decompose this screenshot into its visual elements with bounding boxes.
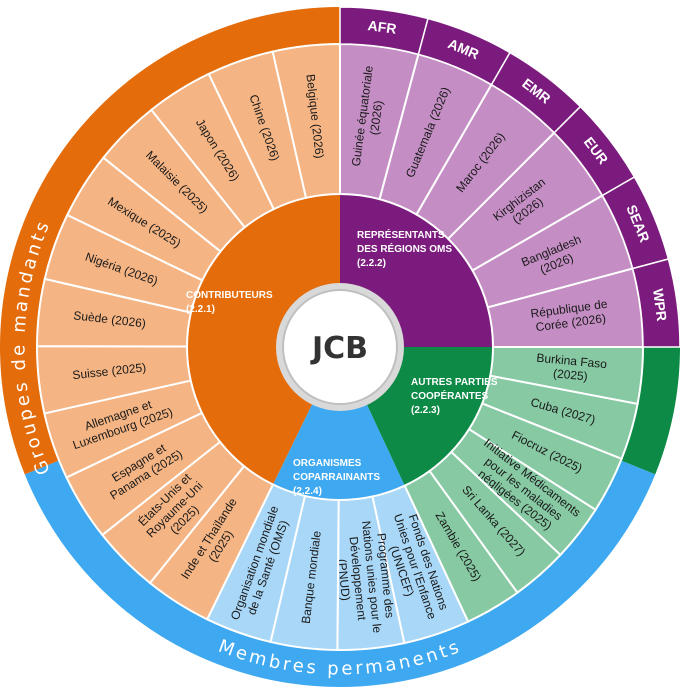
contributors-category-label-line: CONTRIBUTEURS — [186, 290, 273, 301]
segment-label: Programme desNations unies pour leDévelo… — [331, 519, 398, 637]
contributors-category-label-line: (2.2.1) — [186, 304, 215, 315]
cosponsors-category-label-line: COPARRAINANTS — [293, 472, 380, 483]
segment-label: Burkina Faso(2025) — [535, 351, 608, 386]
center-disc — [282, 289, 398, 405]
other-parties-category-label-line: (2.2.3) — [411, 405, 440, 416]
permanent-members-band — [24, 460, 656, 688]
constituency-groups-band — [0, 7, 341, 475]
other-parties-category-label-line: COOPÉRANTES — [411, 389, 489, 402]
segment-label-line: (2025) — [552, 366, 588, 383]
regions-category-label-line: DES RÉGIONS OMS — [357, 242, 452, 255]
regions-category-label-line: (2.2.2) — [357, 258, 386, 269]
region-code-label: AFR — [367, 17, 398, 37]
contributors-category-sector — [185, 192, 340, 487]
other-parties-category-sector — [365, 347, 496, 488]
contributors-category-label: CONTRIBUTEURS (2.2.1) — [186, 290, 273, 315]
cosponsors-category-label: ORGANISMES COPARRAINANTS (2.2.4) — [293, 458, 380, 497]
regions-category-sector — [340, 192, 495, 347]
segment-contributors — [271, 42, 341, 200]
cosponsors-category-label-line: (2.2.4) — [293, 486, 322, 497]
segment-label-line: (PNUD) — [335, 558, 353, 601]
region-code-label: WPR — [650, 288, 670, 322]
other-parties-category-label-line: AUTRES PARTIES — [411, 377, 498, 388]
region-tab-wpr — [631, 258, 681, 348]
cosponsors-category-sector — [272, 401, 406, 503]
center-label: JCB — [310, 331, 368, 366]
regions-category-label-line: REPRÉSENTANTS — [357, 228, 445, 241]
cosponsors-category-label-line: ORGANISMES — [293, 458, 362, 469]
segment-label-line: (2026) — [367, 100, 385, 136]
segment-label-line: Burkina Faso — [536, 351, 608, 372]
